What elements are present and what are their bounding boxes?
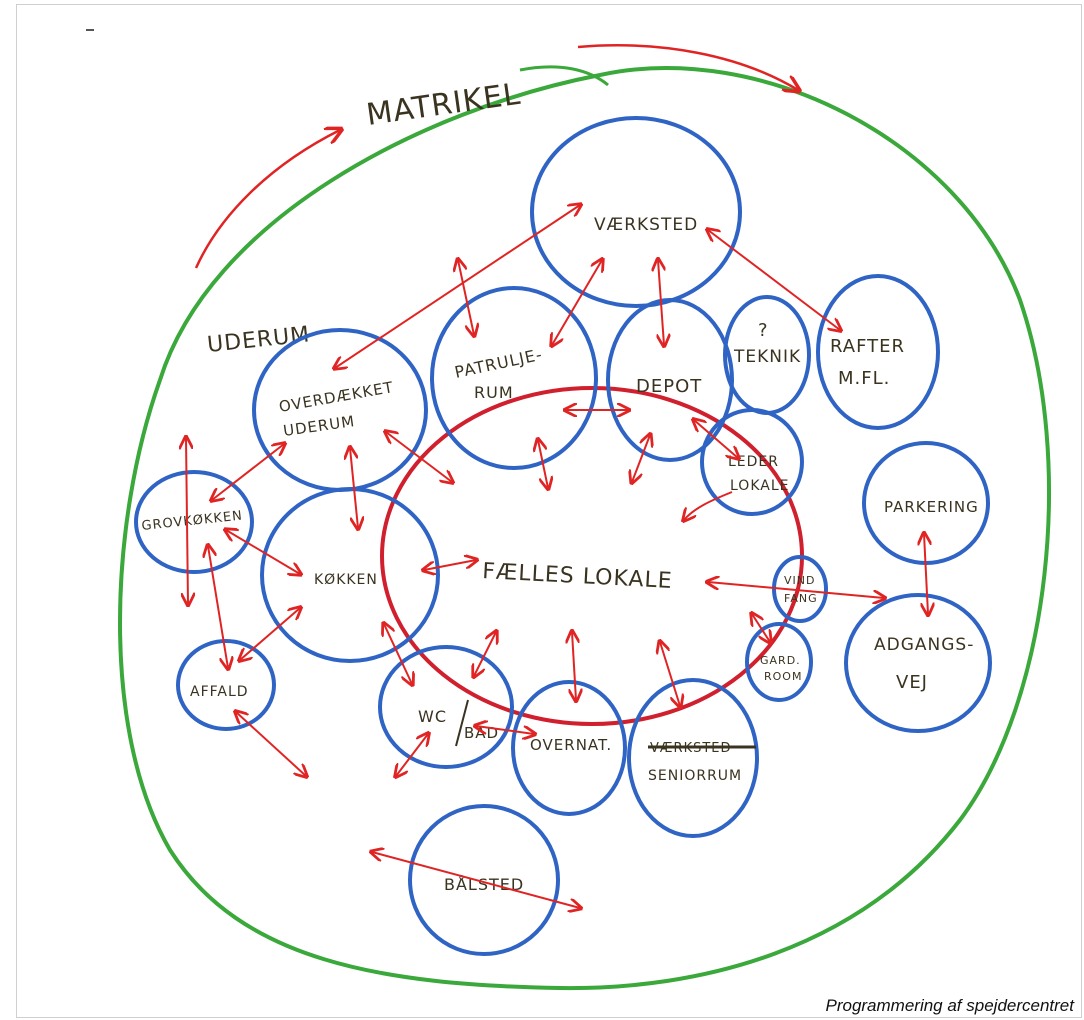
label-gaderoom-2: ROOM <box>764 670 802 683</box>
arrow-parkering-adgangsvej <box>924 534 928 614</box>
site-boundary-tail <box>519 65 609 87</box>
figure-caption: Programmering af spejdercentret <box>825 996 1074 1015</box>
arrow-grov-top <box>186 438 188 604</box>
arrow-patrulje-top <box>458 260 474 335</box>
bubble-gaderoom <box>745 622 813 702</box>
arrow-vaerksted-rafter <box>708 230 840 330</box>
arrow-overdaekket-koekken <box>350 448 358 528</box>
label-overdaekket-1: OVERDÆKKET <box>278 378 396 416</box>
label-wc: WC <box>418 707 447 726</box>
label-leder-2: LOKALE <box>730 478 789 494</box>
label-koekken: KØKKEN <box>314 572 378 588</box>
bubble-leder <box>700 408 804 516</box>
bubble-rafter <box>816 274 940 430</box>
bubble-wc-bad <box>378 645 514 769</box>
label-overnat: OVERNAT. <box>530 736 612 754</box>
label-gaderoom-1: GARD. <box>760 654 801 667</box>
arrow-center-senior <box>660 642 680 706</box>
bubble-vaerksted <box>530 116 742 308</box>
arrow-grov-koekken <box>226 530 300 574</box>
arrow-vaerksted-overdaekket <box>335 205 580 368</box>
label-seniorrum: SENIORRUM <box>648 768 742 784</box>
arrow-vaerksted-depot <box>658 260 664 345</box>
bubble-seniorrum <box>627 678 759 838</box>
arrow-koekken-center <box>424 560 476 570</box>
label-rafter-2: M.FL. <box>838 368 890 389</box>
title-arrow-left <box>194 130 340 269</box>
arrow-grov-affald <box>208 546 228 668</box>
label-vindfang-2: FANG <box>784 592 818 605</box>
center-label: FÆLLES LOKALE <box>482 559 674 594</box>
label-vaerksted: VÆRKSTED <box>594 215 698 235</box>
arrow-affald-out <box>236 712 306 776</box>
arrow-koekken-wc <box>384 624 412 684</box>
label-patrulje-1: PATRULJE- <box>453 345 544 382</box>
label-parkering: PARKERING <box>884 498 979 516</box>
title-arrow-right <box>577 44 798 90</box>
site-boundary <box>118 66 1051 991</box>
label-baalsted: BÅLSTED <box>444 875 524 894</box>
label-rafter-1: RAFTER <box>830 336 905 357</box>
arrow-patrulje-center <box>538 440 548 488</box>
wc-slash <box>455 699 469 747</box>
label-vindfang-1: VIND <box>784 574 815 587</box>
arrow-center-wc <box>474 632 496 676</box>
label-depot: DEPOT <box>636 376 702 397</box>
arrow-wc-overnat <box>476 726 534 734</box>
label-patrulje-2: RUM <box>474 383 514 402</box>
arrow-baalsted <box>372 852 580 908</box>
center-ellipse <box>380 386 804 726</box>
bubble-adgangsvej <box>844 593 992 733</box>
arrow-center-overnat <box>572 632 576 700</box>
arrow-vaerksted-patrulje <box>552 260 602 345</box>
label-teknik: TEKNIK <box>733 347 801 367</box>
arrow-wc-out <box>396 734 428 776</box>
arrow-koekken-affald <box>240 608 300 660</box>
label-affald: AFFALD <box>190 684 249 700</box>
arrow-depot-center <box>632 435 650 482</box>
arrow-center-adgangsvej <box>708 582 884 598</box>
arrow-overdaekket-center <box>386 432 452 482</box>
arrow-overdaekket-grov <box>212 444 284 500</box>
arrow-center-gaderoom <box>752 614 770 642</box>
label-adgangsvej-2: VEJ <box>896 672 928 693</box>
arrow-depot-leder <box>694 420 738 458</box>
label-adgangsvej-1: ADGANGS- <box>874 635 974 655</box>
label-teknik-q: ? <box>758 320 769 341</box>
label-overdaekket-2: UDERUM <box>282 412 356 440</box>
arrow-leder-center <box>684 491 733 520</box>
